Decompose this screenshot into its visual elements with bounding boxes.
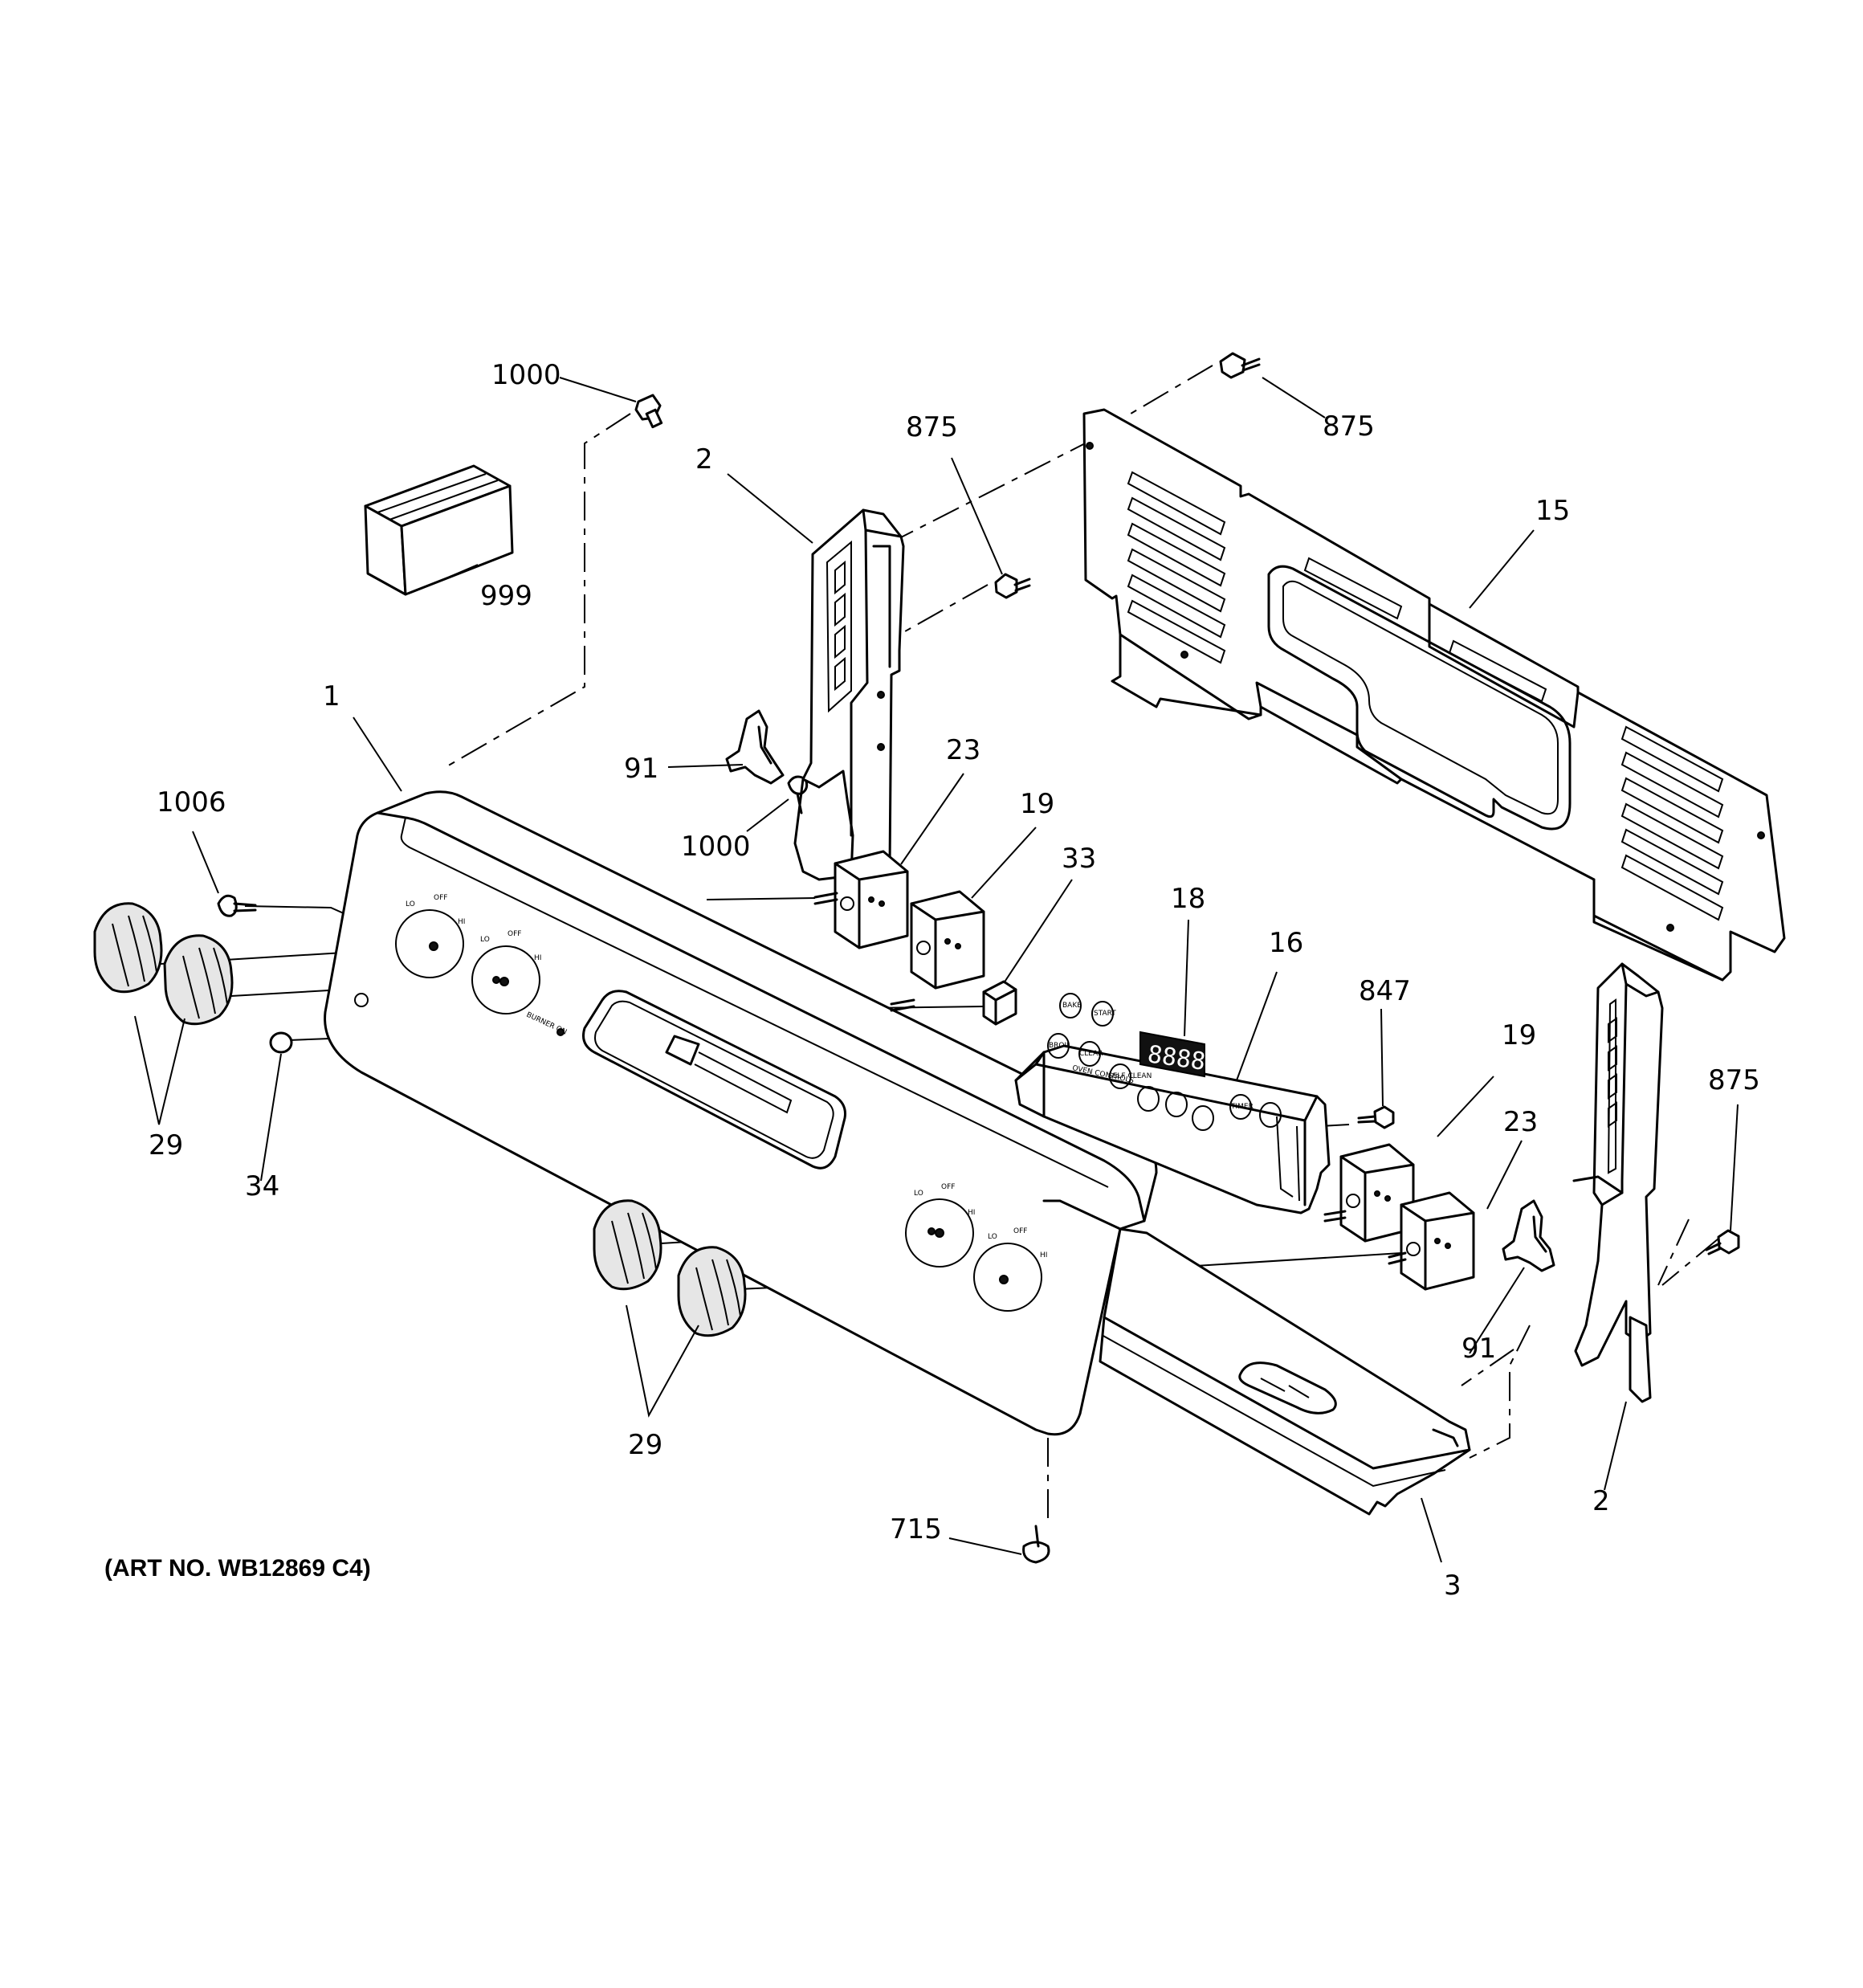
clip-91-right: [1502, 1199, 1555, 1272]
screw-875-top: [1219, 352, 1261, 379]
callout-1000-mid: 1000: [681, 831, 751, 863]
callout-999: 999: [480, 580, 532, 612]
switch-23-right: [1388, 1191, 1475, 1291]
knob-29-lower-right: [677, 1246, 747, 1337]
rear-panel-louvers: [1127, 471, 1724, 921]
knob-29-lower-left: [593, 1199, 662, 1291]
screw-847: [1357, 1105, 1395, 1129]
knob-29-upper-left: [93, 902, 163, 994]
svg-text:BROIL: BROIL: [1049, 1042, 1070, 1050]
svg-text:START: START: [1094, 1010, 1116, 1018]
clip-91-left: [725, 709, 785, 785]
bracket-slots-right: [1608, 1017, 1617, 1128]
callout-875-right: 875: [1708, 1064, 1760, 1096]
lower-trim: [1099, 1227, 1471, 1516]
rear-panel: [1082, 408, 1786, 982]
literature-box: [364, 464, 514, 596]
svg-text:LO: LO: [914, 1190, 923, 1198]
callout-34: 34: [245, 1170, 279, 1202]
screw-715: [1022, 1525, 1050, 1564]
callout-3: 3: [1444, 1570, 1461, 1602]
callout-91-right: 91: [1461, 1333, 1496, 1365]
indicator-bulb-34: [269, 1031, 293, 1054]
svg-text:CLEAR: CLEAR: [1079, 1050, 1103, 1058]
electronic-control-16: OVEN CONTROLS 8888 BAKE START BROIL CLEA…: [1014, 993, 1331, 1214]
callout-16: 16: [1269, 927, 1303, 959]
knob-29-upper-right: [163, 934, 234, 1026]
callout-1: 1: [323, 680, 340, 712]
svg-text:SELF CLEAN: SELF CLEAN: [1108, 1072, 1152, 1080]
main-console-panel: LO OFF HI LO OFF HI LO OFF HI LO OFF HI: [324, 790, 1158, 1436]
callout-2-left: 2: [695, 443, 713, 476]
switch-23-left: [813, 850, 909, 949]
control-buttons: BAKE START BROIL CLEAR SELF CLEAN TIMER: [1047, 993, 1282, 1131]
callout-1006: 1006: [157, 786, 226, 818]
callout-875-mid: 875: [906, 411, 958, 443]
knob-dial-lower-left: LO OFF HI: [905, 1183, 975, 1268]
screw-875-right: [1705, 1229, 1740, 1255]
callout-18: 18: [1171, 883, 1205, 915]
switch-19-right: [1323, 1143, 1415, 1243]
callout-29-upper: 29: [149, 1129, 183, 1161]
bracket-slots: [834, 560, 846, 692]
indicator-light-33: [982, 980, 1017, 1026]
svg-text:LO: LO: [480, 936, 490, 944]
callout-23-left: 23: [946, 734, 980, 766]
callout-91-left: 91: [624, 753, 658, 785]
art-number: (ART NO. WB12869 C4): [104, 1555, 371, 1582]
callout-1000-top: 1000: [491, 359, 561, 391]
screw-1006: [217, 894, 257, 917]
svg-text:HI: HI: [458, 918, 465, 926]
callout-33: 33: [1062, 843, 1096, 875]
svg-text:OFF: OFF: [508, 930, 521, 938]
callout-15: 15: [1535, 495, 1570, 527]
callout-2-right: 2: [1592, 1485, 1610, 1517]
leader-lines: [134, 377, 1739, 1563]
svg-text:OFF: OFF: [941, 1183, 955, 1191]
screw-875-mid: [994, 573, 1031, 599]
side-bracket-right: [1572, 962, 1664, 1403]
knob-dial-upper-right: LO OFF HI: [471, 930, 541, 1014]
svg-text:OFF: OFF: [434, 894, 447, 902]
callout-847: 847: [1359, 975, 1411, 1007]
callout-numbers: 1000 999 2 875 875 15 1 91 1000 1006 23 …: [149, 359, 1760, 1602]
callout-23-right: 23: [1503, 1106, 1538, 1138]
knob-dial-lower-right: LO OFF HI: [973, 1227, 1047, 1312]
svg-text:LO: LO: [988, 1233, 997, 1241]
svg-text:HI: HI: [1040, 1251, 1047, 1259]
callout-875-top: 875: [1323, 410, 1375, 443]
svg-text:TIMER: TIMER: [1230, 1103, 1254, 1111]
svg-text:OFF: OFF: [1013, 1227, 1027, 1235]
callout-715: 715: [890, 1513, 942, 1545]
side-bracket-left: [793, 508, 905, 881]
svg-text:HI: HI: [968, 1209, 975, 1217]
screw-1000-top: [634, 394, 663, 429]
callout-19-right: 19: [1502, 1019, 1536, 1051]
callout-29-lower: 29: [628, 1429, 662, 1461]
svg-text:HI: HI: [534, 954, 541, 962]
screw-1000-mid: [787, 775, 809, 814]
callout-19-left: 19: [1020, 788, 1054, 820]
svg-text:LO: LO: [406, 900, 415, 908]
knob-dial-upper-left: LO OFF HI: [395, 894, 465, 978]
switch-19-left: [890, 890, 985, 1012]
svg-text:BAKE: BAKE: [1062, 1002, 1082, 1010]
